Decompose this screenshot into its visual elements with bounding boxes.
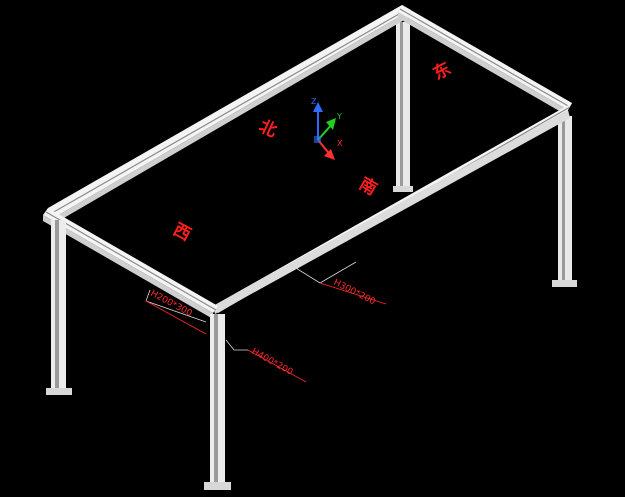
column-southeast [552,116,577,287]
direction-label-east: 东 [429,58,454,85]
direction-label-south: 南 [356,173,381,200]
ucs-x-label: X [337,139,343,148]
dimension-label-beam-long: H300*200 [332,278,377,308]
beam-north [48,5,411,222]
ucs-y-label: Y [336,112,342,121]
column-southwest [204,314,231,490]
dimension-beam-long: H300*200 [290,261,387,308]
ucs-axis-icon: Z Y X [311,97,343,160]
beam-south [213,103,572,314]
dimension-label-column: H400*200 [250,347,295,378]
dimension-column: H400*200 [225,339,307,383]
beam-west [43,208,218,319]
column-northeast [393,22,413,192]
beam-east [398,5,572,116]
direction-label-west: 西 [170,220,194,246]
direction-label-north: 北 [256,116,280,141]
column-northwest [46,220,72,395]
ucs-z-label: Z [311,97,317,106]
